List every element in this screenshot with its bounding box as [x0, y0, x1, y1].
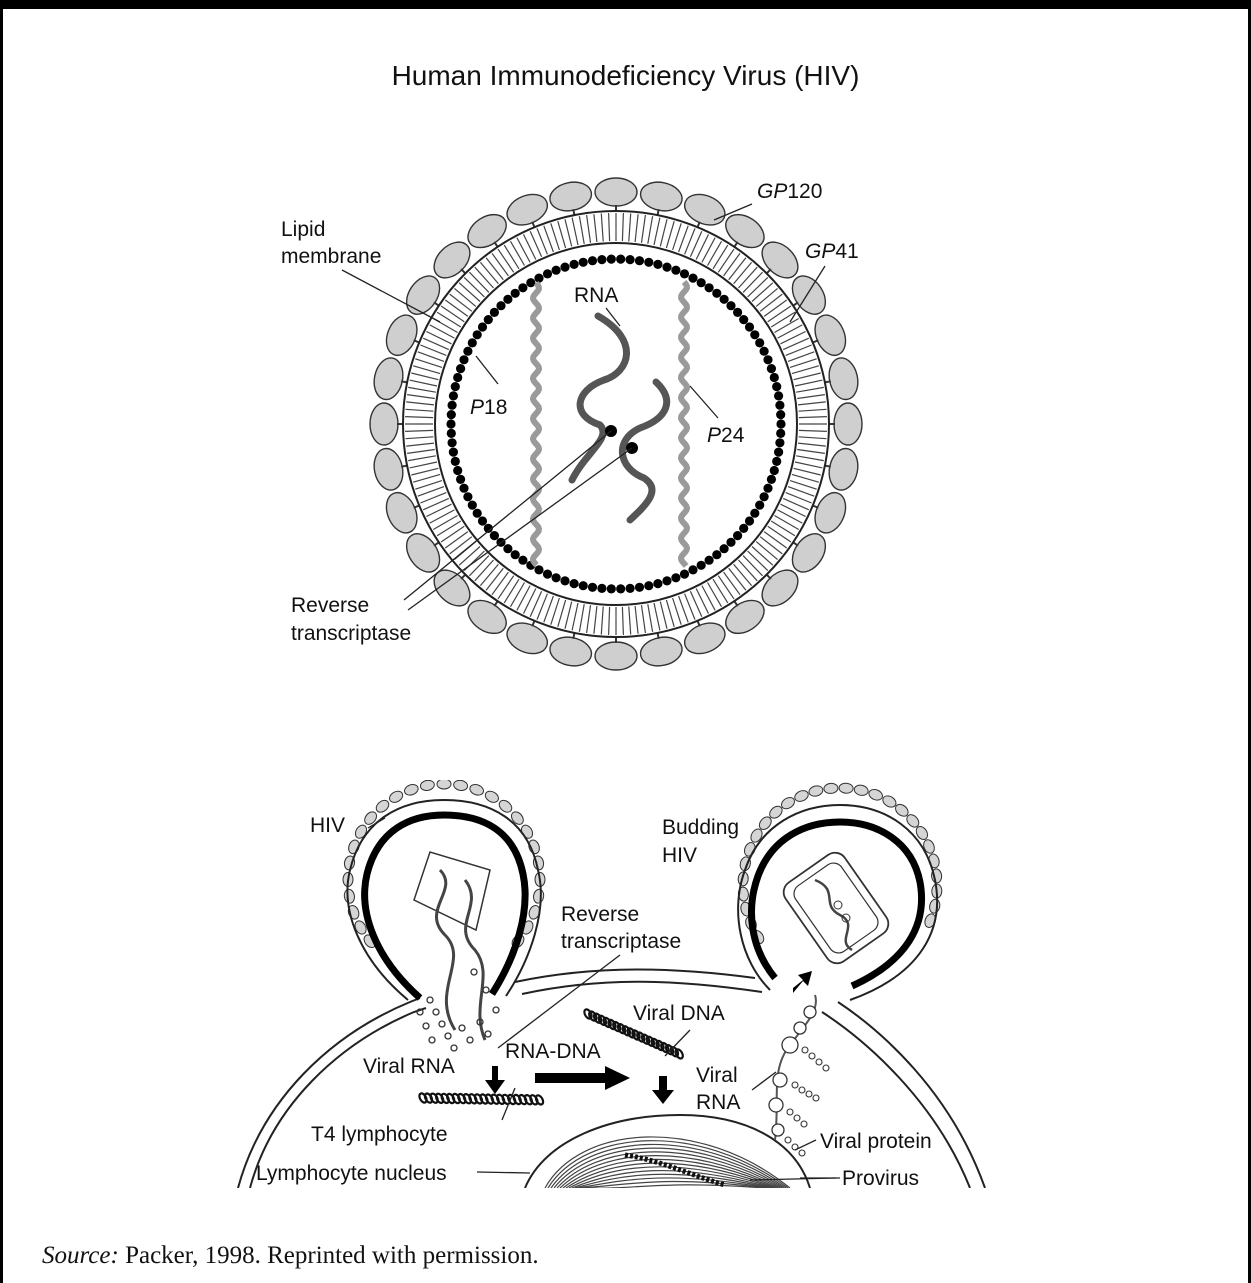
lymphocyte-nucleus-label: Lymphocyte nucleus	[256, 1162, 447, 1185]
rna-dna-hybrid	[418, 1092, 545, 1106]
gp120-label: GP120	[757, 180, 822, 203]
budding-hiv-label-line2: HIV	[662, 844, 697, 867]
gp120-knob	[826, 446, 862, 493]
lipid-membrane-label-line2: membrane	[281, 245, 381, 268]
source-citation: Source: Packer, 1998. Reprinted with per…	[42, 1242, 539, 1270]
reverse-transcriptase-label2-line2: transcriptase	[561, 930, 681, 953]
gp120-knob	[371, 355, 407, 402]
gp41-stalks	[397, 205, 835, 643]
source-text: Packer, 1998. Reprinted with permission.	[119, 1242, 539, 1269]
gp120-knob	[638, 634, 685, 670]
p18-label: P18	[470, 396, 507, 419]
viral-rna-label-right-line2: RNA	[696, 1091, 740, 1114]
lymphocyte-nucleus	[525, 1115, 810, 1188]
hiv-virion: GP120 GP41 Lipid membrane RNA P18 P24 Re…	[281, 178, 862, 670]
gp120-knob	[370, 403, 398, 445]
budding-hiv	[738, 783, 942, 1000]
gp120-knob	[547, 179, 594, 215]
lipid-membrane-label-line1: Lipid	[281, 218, 325, 241]
lipid-bilayer	[403, 211, 829, 637]
reverse-transcriptase-label-line1: Reverse	[291, 594, 369, 617]
gp120-glycoproteins	[370, 178, 862, 670]
viral-rna-label-left: Viral RNA	[363, 1055, 455, 1078]
rna-label: RNA	[574, 284, 618, 307]
source-label: Source:	[42, 1242, 119, 1269]
gp120-knob	[786, 270, 833, 320]
gp120-knob	[371, 446, 407, 493]
gp120-knob	[462, 208, 512, 255]
gp120-knob	[638, 179, 685, 215]
gp120-knob	[826, 355, 862, 402]
viral-dna-label: Viral DNA	[633, 1002, 725, 1025]
gp41-label: GP41	[805, 240, 859, 263]
rna-dna-label: RNA-DNA	[505, 1040, 601, 1063]
rna-strands	[572, 316, 667, 520]
provirus-label: Provirus	[842, 1167, 919, 1190]
gp120-knob	[462, 594, 512, 641]
reverse-transcriptase-label-line2: transcriptase	[291, 622, 411, 645]
hiv-label: HIV	[310, 814, 345, 837]
p24-label: P24	[707, 424, 745, 447]
reverse-transcriptase-label2-line1: Reverse	[561, 903, 639, 926]
gp120-knob	[547, 634, 594, 670]
viral-rna-chain	[769, 995, 816, 1140]
t4-lymphocyte-label: T4 lymphocyte	[311, 1123, 448, 1146]
gp120-knob	[786, 528, 833, 578]
viral-rna-label-right-line1: Viral	[696, 1064, 738, 1087]
viral-protein-label: Viral protein	[820, 1130, 932, 1153]
gp120-knob	[834, 403, 862, 445]
gp120-knob	[720, 594, 770, 641]
gp120-knob	[595, 178, 637, 206]
gp120-knob	[595, 642, 637, 670]
budding-hiv-label-line1: Budding	[662, 816, 739, 839]
entering-hiv	[343, 779, 545, 1051]
